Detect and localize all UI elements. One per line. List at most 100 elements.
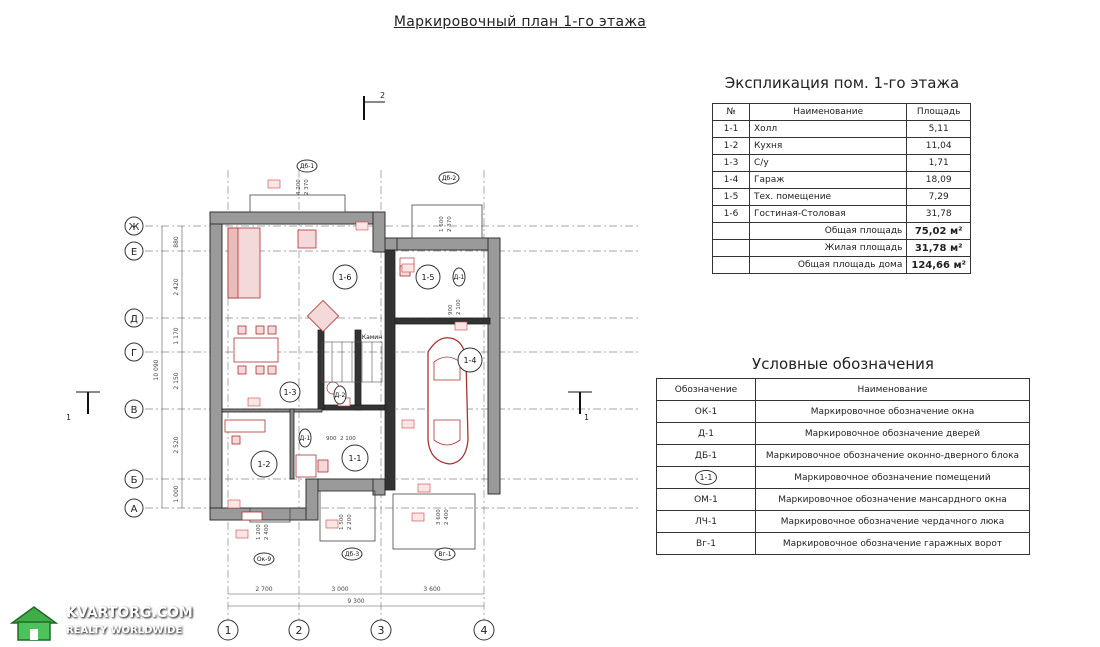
legend-desc: Маркировочное обозначение оконно-дверног…	[755, 444, 1030, 467]
svg-text:2: 2	[296, 624, 303, 637]
legend-title: Условные обозначения	[752, 355, 934, 373]
total-value: 124,66 м²	[906, 256, 971, 274]
room-num: 1-3	[712, 154, 750, 172]
svg-text:Вг-1: Вг-1	[438, 551, 451, 558]
explication-title: Экспликация пом. 1-го этажа	[724, 74, 960, 92]
svg-text:Дб-3: Дб-3	[345, 551, 360, 558]
svg-text:3 600: 3 600	[423, 586, 440, 593]
header-name: Наименование	[748, 103, 908, 121]
room-name: Кухня	[748, 137, 908, 155]
svg-text:А: А	[131, 504, 138, 515]
room-area: 11,04	[906, 137, 971, 155]
svg-text:4 200: 4 200	[296, 179, 302, 195]
svg-text:2 400: 2 400	[444, 509, 450, 525]
room-labels: 1-6 1-5 1-4 1-3 1-2 1-1	[250, 264, 483, 478]
svg-text:900: 900	[448, 304, 454, 315]
room-name: Холл	[748, 120, 908, 138]
legend-symbol: Д-1	[656, 422, 756, 445]
header-area: Площадь	[906, 103, 971, 121]
svg-text:1 500: 1 500	[339, 514, 345, 530]
car	[427, 337, 469, 465]
svg-text:2 100: 2 100	[340, 436, 356, 442]
room-num: 1-6	[712, 205, 750, 223]
svg-text:1-4: 1-4	[463, 356, 476, 365]
room-num: 1-2	[712, 137, 750, 155]
legend-desc: Маркировочное обозначение дверей	[755, 422, 1030, 445]
armchair	[306, 299, 340, 333]
legend-desc: Маркировочное обозначение чердачного люк…	[755, 510, 1030, 533]
legend-symbol: Вг-1	[656, 532, 756, 555]
room-name: Гараж	[748, 171, 908, 189]
svg-text:1-2: 1-2	[257, 460, 270, 469]
svg-text:Ж: Ж	[129, 222, 140, 233]
door-labels: Д-1 Д-1 Д-2 Дб-1 Дб-2 Дб-3 Ок-9 Вг-1	[253, 159, 466, 566]
svg-text:1 000: 1 000	[173, 485, 180, 502]
sofa	[227, 227, 317, 299]
room-name: Гостиная-Столовая	[748, 205, 908, 223]
svg-text:1: 1	[584, 413, 589, 422]
svg-text:2: 2	[380, 91, 385, 100]
svg-text:3 000: 3 000	[331, 586, 348, 593]
legend-symbol: ОМ-1	[656, 488, 756, 511]
room-area: 7,29	[906, 188, 971, 206]
svg-text:В: В	[131, 405, 138, 416]
horizontal-dimension-labels: 2 700 3 000 3 600 9 300	[255, 586, 440, 605]
svg-text:Дб-1: Дб-1	[300, 163, 315, 170]
opening-dimensions: 4 200 2 370 1 600 2 370 900 2 100 1 200 …	[256, 179, 462, 540]
svg-text:3 600: 3 600	[436, 509, 442, 525]
svg-text:10 090: 10 090	[153, 359, 160, 380]
svg-text:Ок-9: Ок-9	[257, 556, 272, 563]
drawing-title: Маркировочный план 1-го этажа	[393, 14, 647, 30]
room-area: 31,78	[906, 205, 971, 223]
svg-text:2 100: 2 100	[456, 299, 462, 315]
svg-text:1 600: 1 600	[439, 216, 445, 232]
legend-symbol: ЛЧ-1	[656, 510, 756, 533]
legend-desc: Маркировочное обозначение гаражных ворот	[755, 532, 1030, 555]
svg-text:2 200: 2 200	[347, 514, 353, 530]
total-label: Общая площадь	[748, 222, 908, 240]
header-name: Наименование	[755, 378, 1030, 401]
svg-text:Б: Б	[131, 475, 138, 486]
total-value: 31,78 м²	[906, 239, 971, 257]
horizontal-dimensions	[228, 593, 484, 607]
svg-text:Е: Е	[131, 247, 137, 258]
header-num: №	[712, 103, 750, 121]
marker-tags	[227, 179, 468, 539]
svg-text:1-3: 1-3	[283, 388, 296, 397]
room-num: 1-4	[712, 171, 750, 189]
svg-text:1 170: 1 170	[173, 327, 180, 344]
svg-text:1 200: 1 200	[256, 524, 262, 540]
svg-text:900: 900	[326, 436, 337, 442]
legend-symbol: ДБ-1	[656, 444, 756, 467]
watermark-logo: KVARTORG.COM REALTY WORLDWIDE	[8, 603, 208, 643]
room-name: Тех. помещение	[748, 188, 908, 206]
inner-walls	[221, 249, 491, 491]
svg-text:4: 4	[481, 624, 488, 637]
room-area: 1,71	[906, 154, 971, 172]
staircase	[321, 341, 383, 383]
svg-text:9 300: 9 300	[347, 598, 364, 605]
svg-text:Д-1: Д-1	[454, 274, 465, 281]
legend-desc: Маркировочное обозначение мансардного ок…	[755, 488, 1030, 511]
outline-elements	[249, 194, 483, 550]
legend-symbol: ОК-1	[656, 400, 756, 423]
svg-text:2 150: 2 150	[173, 372, 180, 389]
floor-plan: Ж Е Д Г В Б А 1 2 3 4 880 2 420 1 170 2 …	[66, 91, 640, 641]
total-value: 75,02 м²	[906, 222, 971, 240]
svg-text:2 520: 2 520	[173, 436, 180, 453]
svg-text:1: 1	[225, 624, 232, 637]
section-markers	[76, 96, 592, 414]
dining-table	[233, 325, 279, 375]
legend-desc: Маркировочное обозначение помещений	[755, 466, 1030, 489]
svg-text:1-5: 1-5	[421, 273, 434, 282]
